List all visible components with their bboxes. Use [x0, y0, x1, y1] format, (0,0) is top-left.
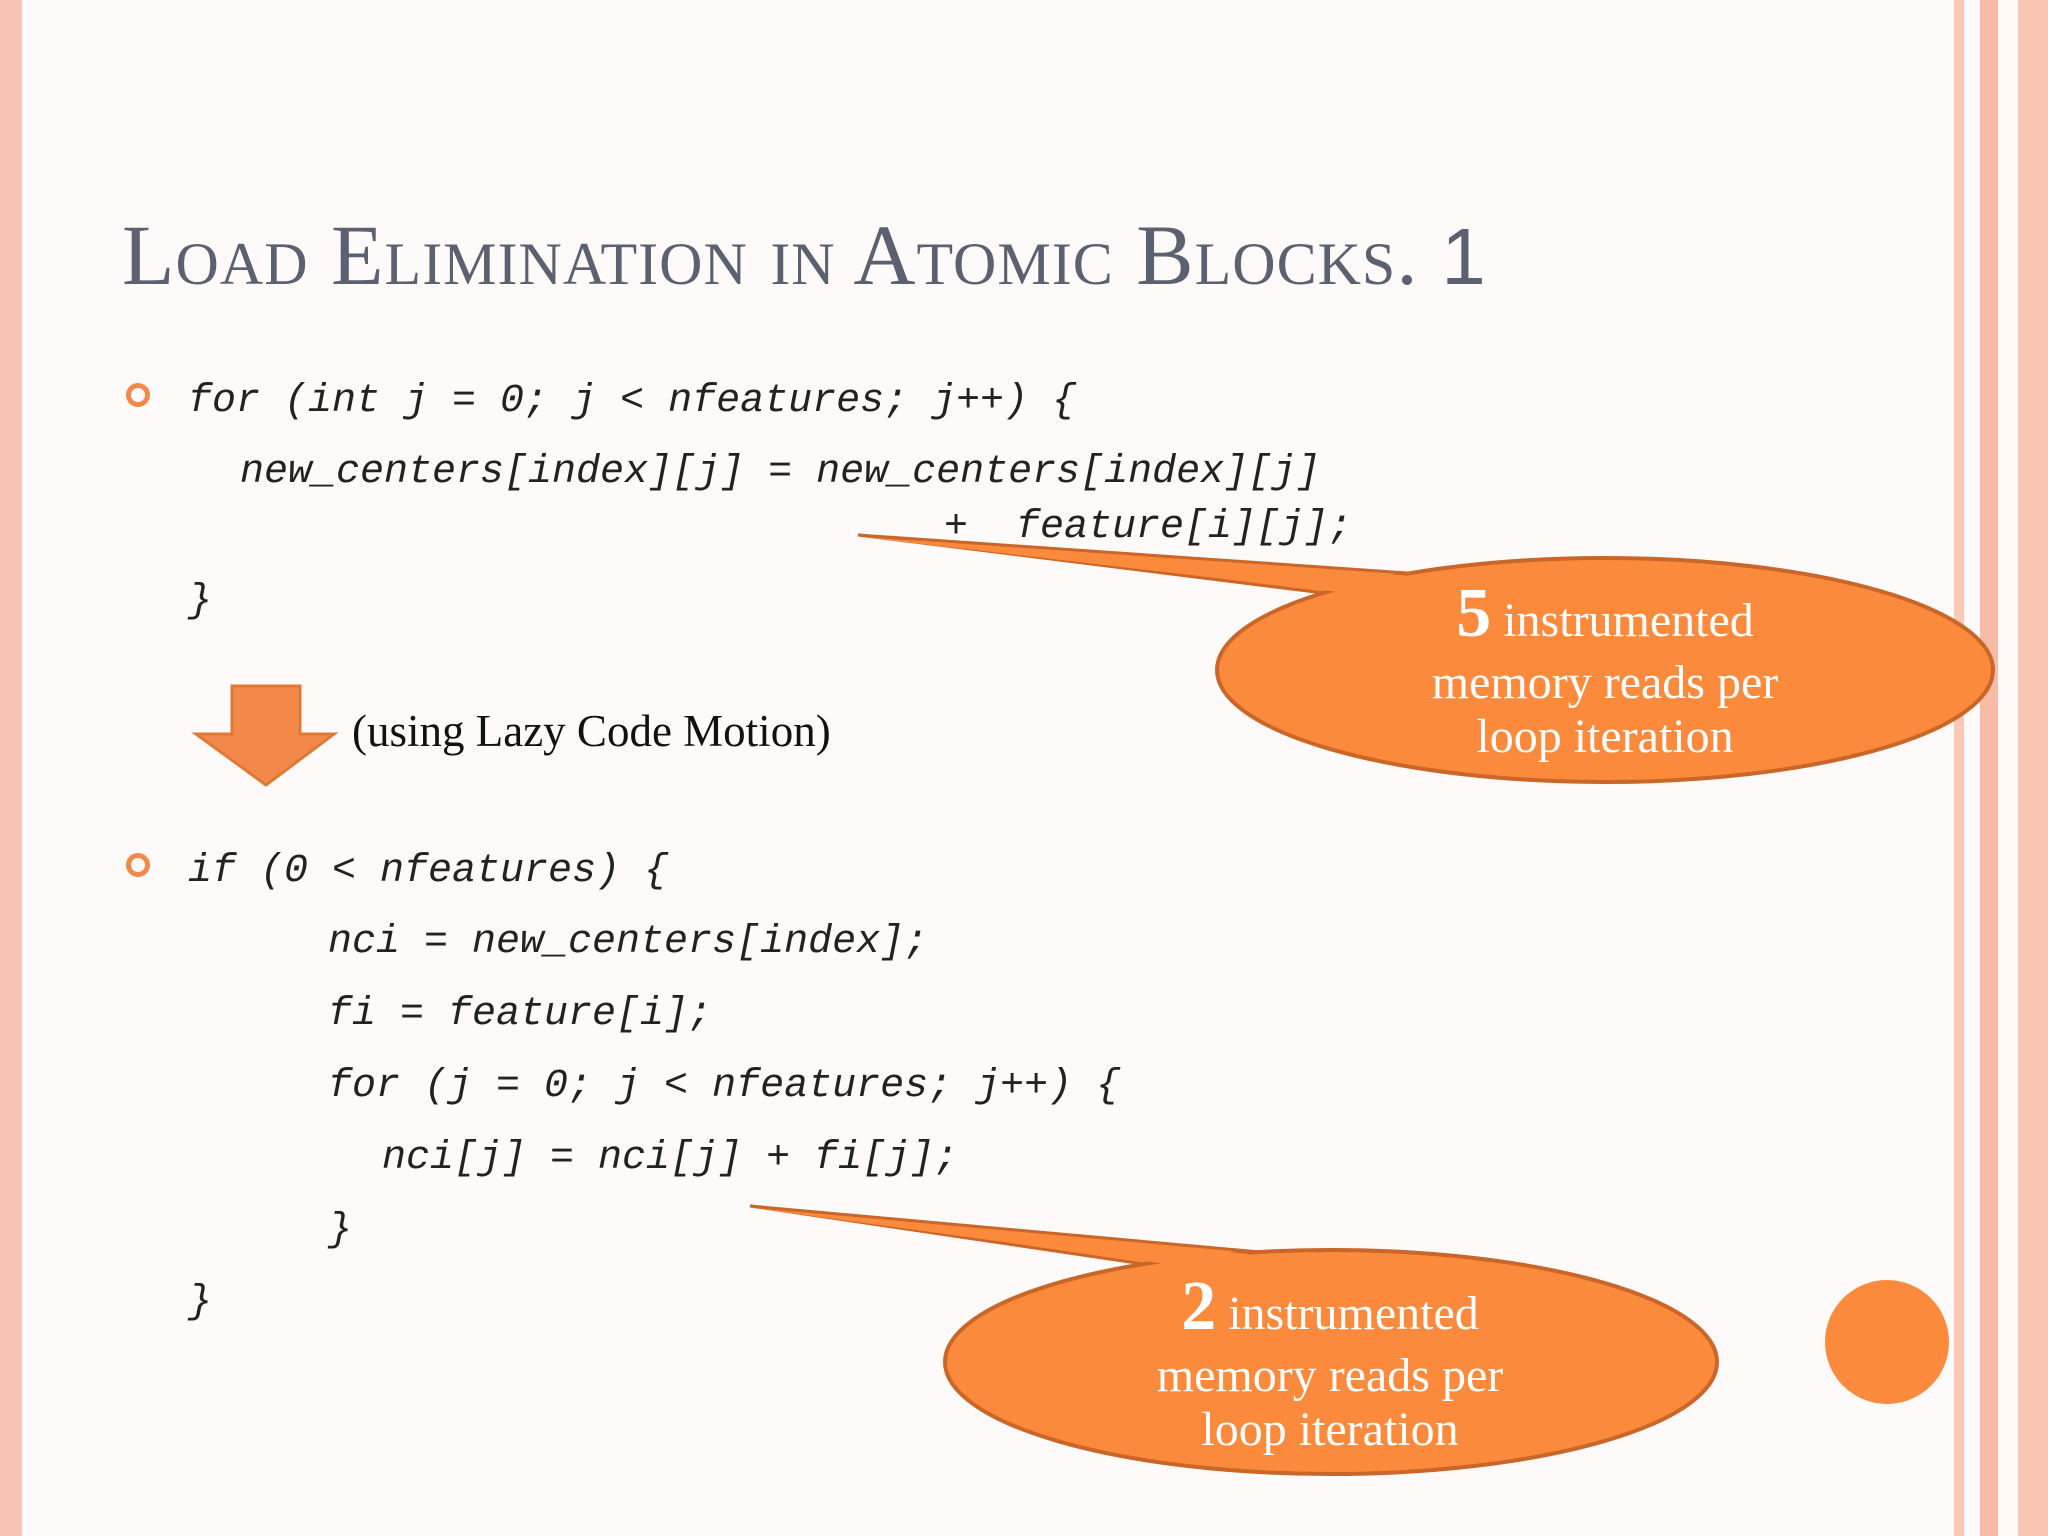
title-number: 1 [1441, 212, 1487, 301]
callout-bottom-text: 2 instrumented memory reads per loop ite… [1035, 1272, 1625, 1461]
code-line: + feature[i][j]; [944, 505, 1353, 550]
code-line: if (0 < nfeatures) { [188, 849, 669, 894]
title-text: Load Elimination in Atomic Blocks. [122, 207, 1419, 303]
code-line: } [328, 1208, 353, 1253]
code-line: } [188, 1280, 213, 1325]
callout-bottom-line3: loop iteration [1201, 1403, 1459, 1456]
callout-top-line3: loop iteration [1476, 710, 1734, 763]
callout-bottom-shape [749, 1204, 1719, 1476]
code-line: for (j = 0; j < nfeatures; j++) { [328, 1064, 1121, 1109]
left-border [0, 0, 22, 1536]
right-stripe-1 [1954, 0, 1964, 1536]
callout-top-line1: instrumented [1491, 594, 1754, 647]
slide-title: Load Elimination in Atomic Blocks. 1 [122, 205, 1487, 305]
callout-bottom-line2: memory reads per [1156, 1349, 1504, 1402]
callout-top-shape [857, 533, 1995, 784]
code-line: new_centers[index][j] = new_centers[inde… [240, 450, 1321, 495]
bullet-icon [126, 383, 150, 407]
code-line: nci = new_centers[index]; [328, 920, 929, 965]
code-line: fi = feature[i]; [328, 992, 713, 1037]
right-stripe-2 [1980, 0, 1998, 1536]
callout-top-number: 5 [1456, 575, 1492, 652]
right-stripe-3 [2018, 0, 2048, 1536]
callout-top-line2: memory reads per [1431, 656, 1779, 709]
code-line: for (int j = 0; j < nfeatures; j++) { [188, 379, 1077, 424]
code-line: } [188, 579, 213, 624]
callout-top-text: 5 instrumented memory reads per loop ite… [1310, 579, 1900, 768]
transform-note: (using Lazy Code Motion) [352, 706, 831, 756]
bullet-icon [126, 853, 150, 877]
code-line: nci[j] = nci[j] + fi[j]; [382, 1136, 959, 1181]
callout-bottom-line1: instrumented [1216, 1287, 1479, 1340]
decorative-circle-icon [1825, 1280, 1949, 1404]
callout-bottom-number: 2 [1181, 1268, 1217, 1345]
